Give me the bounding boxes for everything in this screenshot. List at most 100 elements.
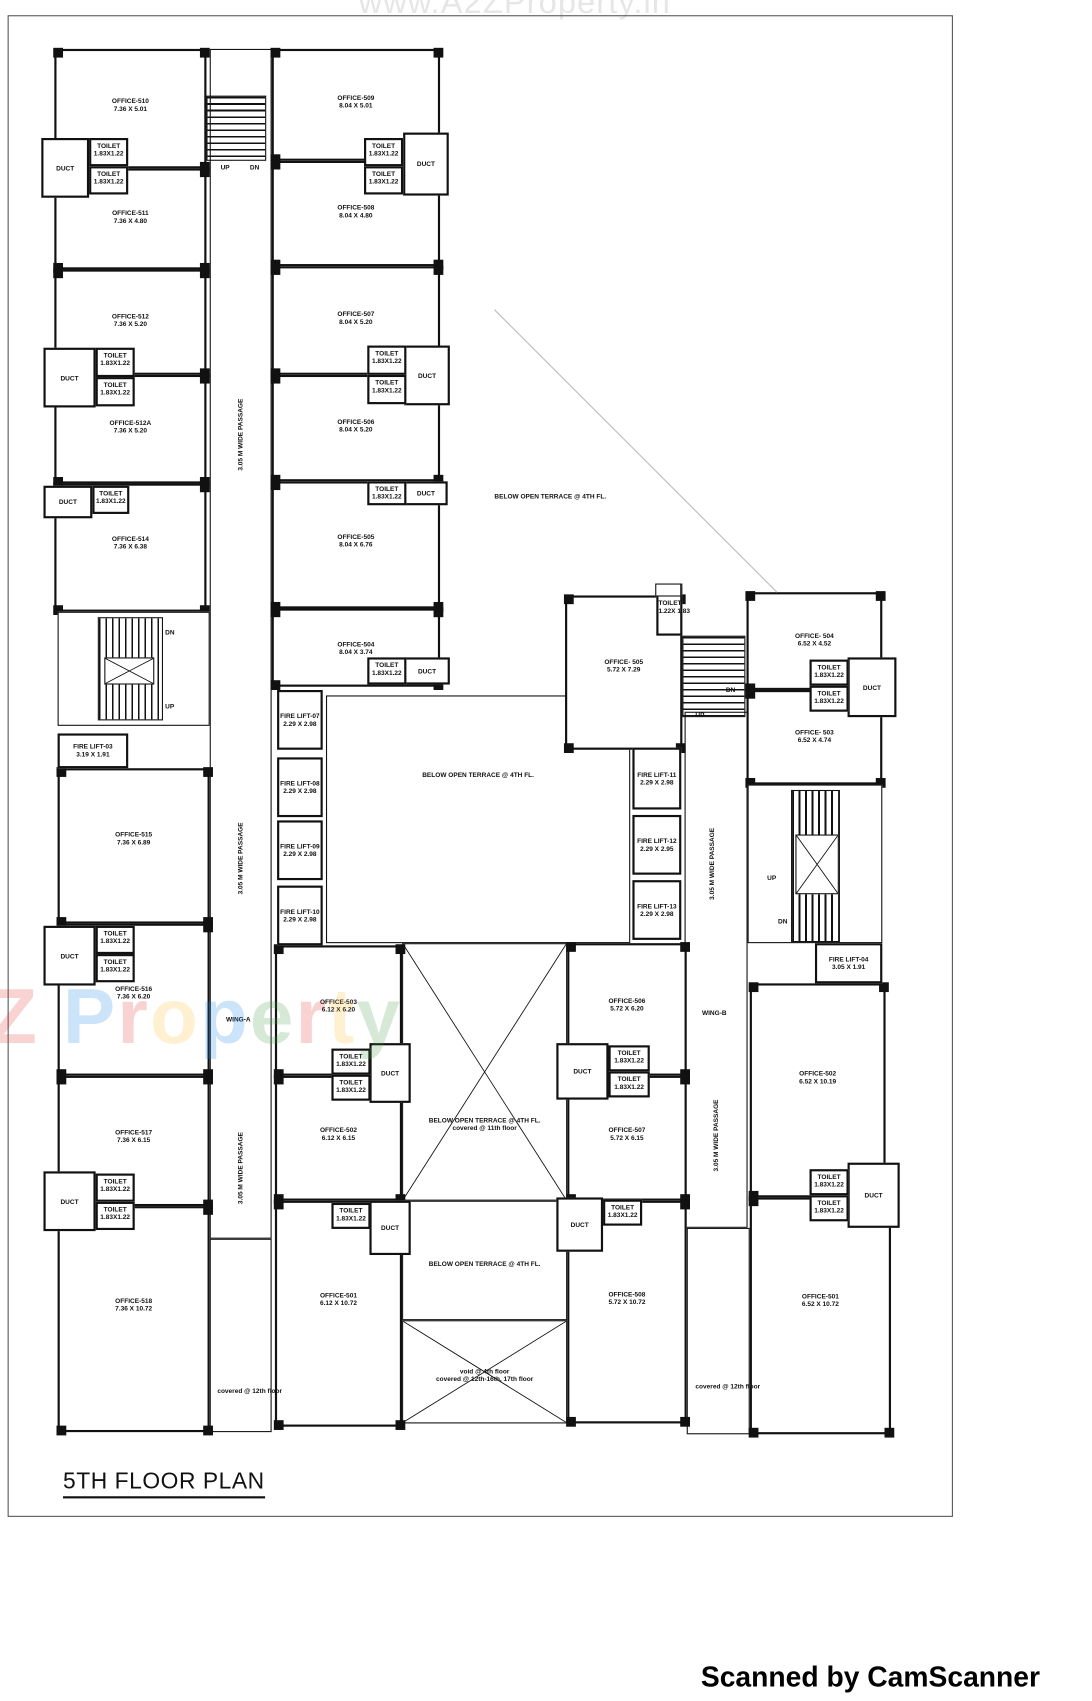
column-pillar — [273, 1420, 284, 1430]
office-label-line: OFFICE-518 — [115, 1298, 153, 1306]
office-label-line: OFFICE-502 — [799, 1071, 837, 1078]
passage — [209, 48, 272, 1239]
toilet-label-line: 1.83X1.22 — [371, 670, 402, 677]
toilet-label-line: 1.83X1.22 — [368, 179, 399, 186]
office-label-line: 7.36 X 10.72 — [115, 1306, 153, 1313]
column-pillar — [203, 917, 213, 927]
lift-label-line: FIRE LIFT-11 — [637, 772, 677, 779]
column-pillar — [53, 268, 64, 279]
toilet-label-line: 1.83X1.22 — [371, 387, 402, 395]
toilet-label-line: TOILET — [817, 1200, 841, 1208]
toilet-label-line: TOILET — [103, 1207, 127, 1214]
office-label-line: 8.04 X 5.01 — [339, 103, 373, 110]
office-label-line: 8.04 X 5.20 — [339, 427, 373, 434]
toilet-label-line: 1.83X1.22 — [814, 698, 844, 706]
toilet-label-line: 1.83X1.22 — [336, 1061, 366, 1069]
lift-label-line: FIRE LIFT-10 — [280, 908, 320, 916]
duct-label-line: DUCT — [60, 1199, 79, 1206]
duct-label: DUCT — [405, 162, 446, 170]
office-label-line: OFFICE-514 — [111, 536, 149, 544]
column-pillar — [53, 477, 64, 487]
toilet-label-line: 1.83X1.22 — [100, 1214, 131, 1222]
column-pillar — [273, 1194, 284, 1204]
column-pillar — [563, 743, 574, 754]
toilet-label-line: TOILET — [372, 171, 396, 179]
duct: DUCT — [847, 657, 897, 718]
toilet-label-line: 1.83X1.22 — [93, 179, 124, 186]
column-pillar — [748, 1427, 759, 1438]
lift-label-line: 3.19 X 1.91 — [76, 751, 110, 759]
toilet-label-line: 1.83X1.22 — [100, 938, 131, 946]
office-label-line: OFFICE-510 — [111, 98, 149, 106]
duct-label: DUCT — [406, 491, 445, 499]
column-pillar — [745, 683, 756, 694]
toilet-label-line: TOILET — [375, 486, 399, 494]
passage — [684, 711, 748, 1228]
terrace-label: BELOW OPEN TERRACE @ 4TH FL. — [494, 494, 607, 501]
toilet-label-line: TOILET — [658, 600, 682, 608]
toilet-label-line: TOILET — [103, 959, 127, 966]
column-pillar — [203, 1069, 213, 1079]
watermark-brand: Z Property — [0, 973, 403, 1061]
duct-label: DUCT — [559, 1222, 601, 1230]
duct-label: DUCT — [850, 1193, 898, 1201]
column-pillar — [745, 688, 756, 699]
column-pillar — [273, 1199, 284, 1210]
stair-down-label: DN — [778, 919, 788, 926]
column-pillar — [203, 922, 213, 933]
toilet-label-line: TOILET — [375, 380, 399, 387]
duct: DUCT — [556, 1197, 604, 1252]
office-label-line: 5.72 X 10.72 — [608, 1299, 646, 1307]
duct-label: DUCT — [43, 166, 86, 174]
column-pillar — [56, 1069, 67, 1079]
duct: DUCT — [43, 347, 96, 408]
column-pillar — [203, 1199, 213, 1210]
terrace-label-line: covered @ 11th floor — [452, 1125, 517, 1133]
column-pillar — [884, 1427, 895, 1438]
duct-label: DUCT — [46, 1199, 94, 1207]
column-pillar — [395, 1194, 406, 1204]
column-pillar — [748, 1190, 759, 1201]
column-pillar — [745, 591, 756, 601]
column-pillar — [199, 262, 210, 273]
column-pillar — [199, 605, 210, 616]
drawing-frame — [7, 15, 953, 1517]
office-label-line: 7.36 X 5.20 — [113, 321, 148, 329]
office-label-line: 5.72 X 6.20 — [610, 1006, 644, 1013]
column-pillar — [270, 474, 281, 485]
office-label-line: 7.36 X 5.01 — [113, 106, 148, 114]
column-pillar — [203, 1074, 213, 1085]
toilet-label-line: 1.83X1.22 — [100, 1186, 131, 1194]
duct-label: DUCT — [559, 1069, 607, 1077]
office-label-line: 5.72 X 7.29 — [607, 667, 641, 674]
wing-a-label: WING-A — [226, 1017, 251, 1024]
toilet-label-line: 1.83X1.22 — [814, 672, 844, 680]
